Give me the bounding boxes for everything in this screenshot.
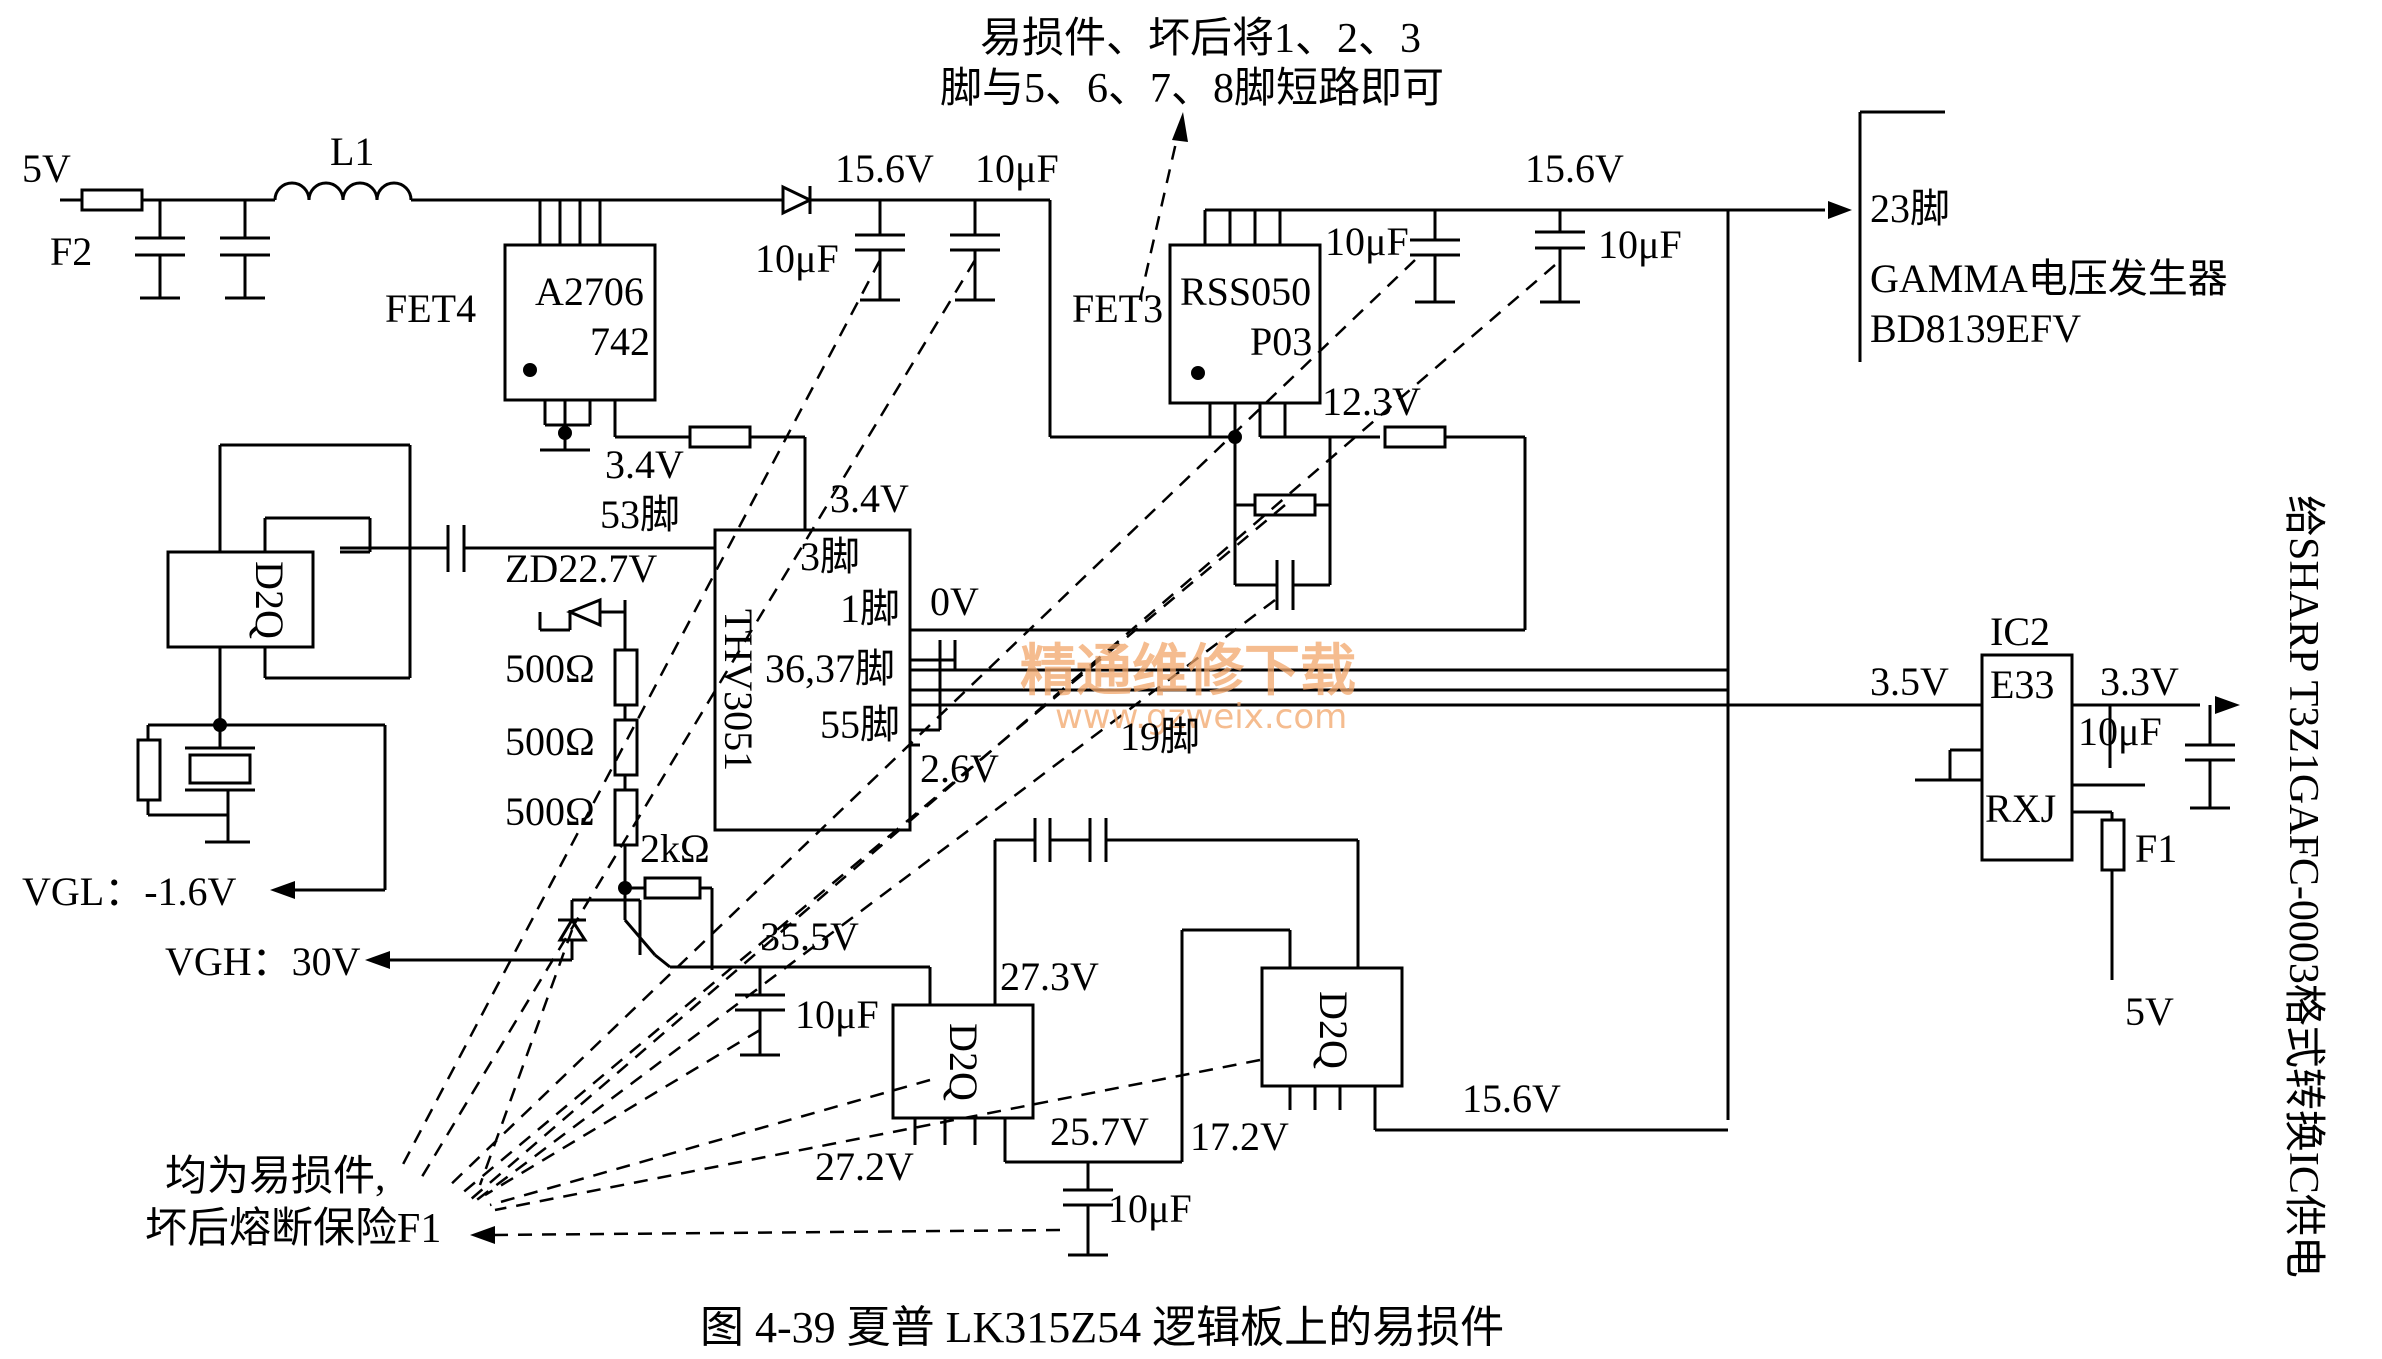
label-pin55: 55脚: [820, 702, 900, 747]
labels: 5V F2 L1 15.6V 10μF 10μF FET4 A2706 742 …: [22, 129, 2326, 1278]
figure-caption: 图 4-39 夏普 LK315Z54 逻辑板上的易损件: [700, 1303, 1504, 1352]
label-cap-e: 10μF: [795, 992, 879, 1037]
fet3-package: [1168, 208, 1825, 630]
label-f1: F1: [2135, 826, 2177, 871]
label-5v-b: 5V: [2125, 989, 2174, 1034]
note-top-line2: 脚与5、6、7、8脚短路即可: [940, 66, 1444, 112]
input-section: [60, 181, 1235, 439]
label-d2q-b: D2Q: [941, 1023, 986, 1101]
label-pin19: 19脚: [1120, 714, 1200, 759]
label-2k: 2kΩ: [640, 826, 710, 871]
gamma-section: [1410, 110, 1945, 1120]
note-bottom-line2: 坏后熔断保险F1: [145, 1205, 441, 1252]
arrow-head: [1828, 201, 1852, 219]
dashed-callouts: [398, 112, 1556, 1244]
label-d2q-c: D2Q: [1311, 991, 1356, 1069]
label-500-a: 500Ω: [505, 646, 595, 691]
label-17v2: 17.2V: [1190, 1114, 1289, 1159]
label-5v-in: 5V: [22, 146, 71, 191]
label-pin3637: 36,37脚: [765, 646, 895, 691]
note-top-line1: 易损件、坏后将1、2、3: [980, 16, 1421, 62]
label-pin23: 23脚: [1870, 186, 1950, 231]
label-cap-g: 10μF: [2078, 709, 2162, 754]
label-rss050: RSS050: [1180, 269, 1311, 314]
label-27v3: 27.3V: [1000, 954, 1099, 999]
label-0v: 0V: [930, 579, 979, 624]
label-fet4: FET4: [385, 286, 476, 331]
label-15v6-c: 15.6V: [1462, 1076, 1561, 1121]
d2q-bottom: [891, 818, 1728, 1257]
label-d2q-a: D2Q: [247, 561, 292, 639]
notes: 易损件、坏后将1、2、3 脚与5、6、7、8脚短路即可 均为易损件, 坏后熔断保…: [145, 16, 1444, 1252]
label-bd8139: BD8139EFV: [1870, 306, 2081, 351]
label-rxj: RXJ: [1985, 786, 2056, 831]
label-25v7: 25.7V: [1050, 1109, 1149, 1154]
label-side: 给SHARP T3Z1GAFC-0003格式转换IC供电: [2280, 495, 2326, 1278]
label-fet3: FET3: [1072, 286, 1163, 331]
label-35v5: 35.5V: [760, 914, 859, 959]
label-f2: F2: [50, 229, 92, 274]
label-15v6-b: 15.6V: [1525, 146, 1624, 191]
d2q-left: [136, 443, 412, 899]
label-12v3: 12.3V: [1322, 379, 1421, 424]
label-zd: ZD22.7V: [505, 546, 657, 591]
thv3051-ic: [340, 525, 2240, 832]
label-cap-b: 10μF: [755, 236, 839, 281]
label-3v5: 3.5V: [1870, 659, 1949, 704]
note-bottom-line1: 均为易损件,: [165, 1154, 386, 1200]
watermark-cn: 精通维修下载: [1020, 639, 1356, 704]
label-cap-c: 10μF: [1325, 219, 1409, 264]
label-742: 742: [590, 319, 650, 364]
label-3v3: 3.3V: [2100, 659, 2179, 704]
watermark-url: www.gzweix.com: [1055, 697, 1347, 737]
label-cap-d: 10μF: [1598, 222, 1682, 267]
label-e33: E33: [1990, 662, 2054, 707]
label-vgh: VGH：30V: [165, 939, 361, 984]
label-pin1: 1脚: [840, 586, 900, 631]
label-2v6: 2.6V: [920, 746, 999, 791]
label-15v6-a: 15.6V: [835, 146, 934, 191]
label-pin53: 53脚: [600, 492, 680, 537]
label-gamma: GAMMA电压发生器: [1870, 256, 2228, 301]
label-27v2: 27.2V: [815, 1144, 914, 1189]
label-vgl: VGL：-1.6V: [22, 869, 237, 914]
diode: [781, 184, 814, 216]
label-ic2: IC2: [1990, 609, 2050, 654]
fet4-package: [503, 200, 807, 530]
fuse-f2: [80, 188, 144, 212]
label-3v4-b: 3.4V: [830, 476, 909, 521]
ic2-section: [1915, 653, 2235, 980]
label-p03: P03: [1250, 319, 1312, 364]
label-a2706: A2706: [535, 269, 644, 314]
label-thv3051: THV3051: [716, 609, 761, 771]
label-500-b: 500Ω: [505, 719, 595, 764]
label-3v4-a: 3.4V: [605, 442, 684, 487]
inductor-l1: [273, 181, 413, 201]
label-pin3: 3脚: [800, 534, 860, 579]
label-cap-a: 10μF: [975, 146, 1059, 191]
label-cap-f: 10μF: [1108, 1186, 1192, 1231]
label-500-c: 500Ω: [505, 789, 595, 834]
label-l1: L1: [330, 129, 374, 174]
